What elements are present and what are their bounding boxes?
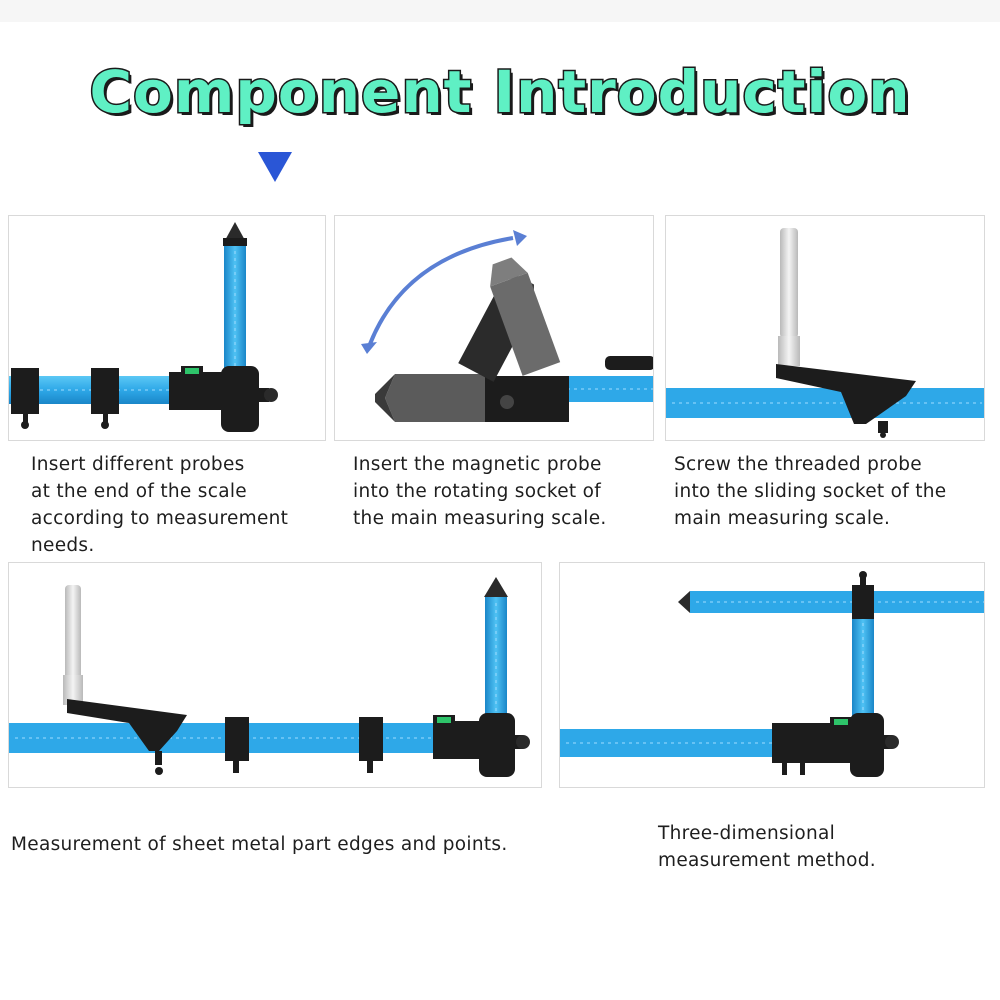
three-dimensional-illustration	[560, 571, 984, 777]
page-title: Component Introduction	[88, 57, 911, 128]
end-probe-illustration	[9, 222, 278, 432]
panel-magnetic-probe	[334, 215, 654, 441]
magnetic-probe-illustration	[361, 230, 653, 422]
caption-three-dimensional: Three-dimensional measurement method.	[658, 823, 876, 871]
panel-three-dimensional	[559, 562, 985, 788]
caption-sheet-metal: Measurement of sheet metal part edges an…	[11, 834, 508, 855]
sheet-metal-illustration	[9, 577, 530, 777]
panel-threaded-probe	[665, 215, 985, 441]
threaded-probe-illustration	[666, 228, 984, 438]
panel-end-probe	[8, 215, 326, 441]
caption-threaded-probe: Screw the threaded probe into the slidin…	[674, 454, 947, 529]
caption-magnetic-probe: Insert the magnetic probe into the rotat…	[353, 454, 607, 529]
down-triangle-icon	[258, 152, 292, 182]
caption-end-probe: Insert different probes at the end of th…	[31, 454, 289, 556]
top-band	[0, 0, 1000, 22]
panel-sheet-metal	[8, 562, 542, 788]
